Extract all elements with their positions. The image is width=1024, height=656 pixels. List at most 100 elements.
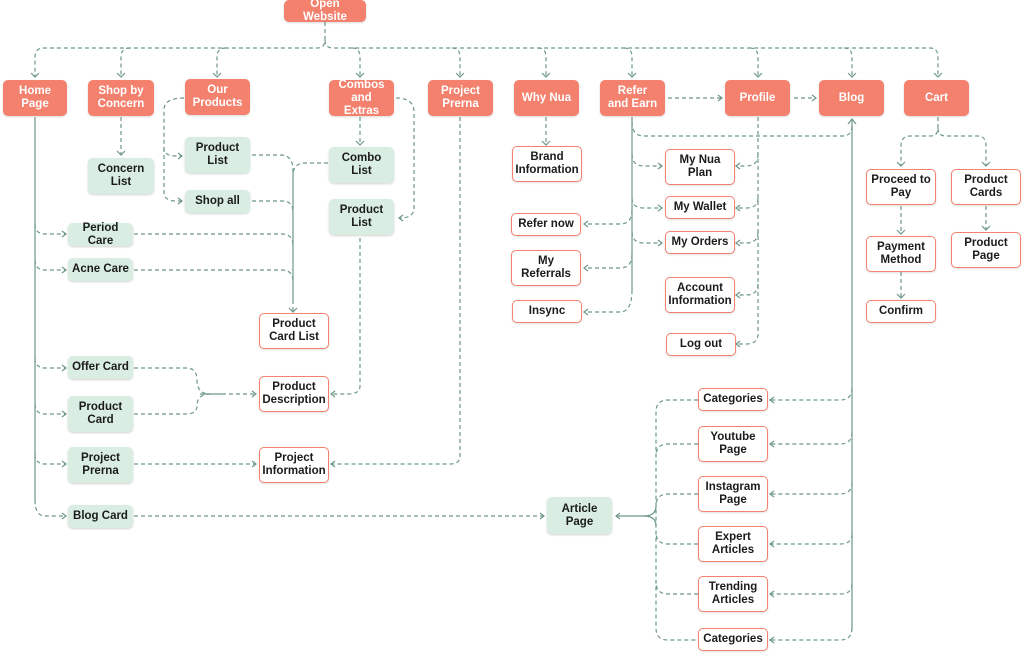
node-product-page[interactable]: Product Page [951, 232, 1021, 268]
connector [134, 367, 211, 395]
node-youtube-page[interactable]: Youtube Page [698, 426, 768, 462]
connector [216, 47, 227, 76]
connector [655, 399, 698, 641]
connector [584, 253, 633, 269]
connector [292, 162, 328, 176]
node-expert-articles[interactable]: Expert Articles [698, 526, 768, 562]
connector [843, 47, 853, 76]
connector [252, 154, 294, 171]
node-open-website[interactable]: Open Website [284, 0, 366, 23]
connector [252, 200, 294, 213]
connector [749, 47, 759, 76]
node-payment-method[interactable]: Payment Method [866, 236, 936, 272]
connector [34, 259, 66, 271]
connector [134, 233, 294, 247]
arrowheads-home [61, 230, 67, 520]
node-product-description[interactable]: Product Description [259, 376, 329, 412]
node-combo-list[interactable]: Combo List [329, 147, 394, 183]
connector [332, 117, 461, 465]
node-profile[interactable]: Profile [725, 80, 790, 116]
node-insync[interactable]: Insync [512, 300, 582, 323]
connector [655, 581, 698, 595]
connector [451, 47, 461, 76]
connector [770, 627, 853, 641]
connector [900, 117, 939, 166]
node-project-prerna[interactable]: Project Prerna [428, 80, 493, 116]
connector [631, 231, 662, 244]
connector [584, 289, 633, 313]
node-proceed-to-pay[interactable]: Proceed to Pay [866, 169, 936, 205]
node-product-cards[interactable]: Product Cards [951, 169, 1021, 205]
node-combos-extras[interactable]: Combos and Extras [329, 79, 394, 117]
node-my-referrals[interactable]: My Referrals [511, 250, 581, 286]
node-product-list-our-products[interactable]: Product List [185, 137, 250, 173]
node-period-care[interactable]: Period Care [68, 222, 133, 247]
node-account-information[interactable]: Account Information [665, 277, 735, 313]
node-home-page[interactable]: Home Page [3, 80, 67, 116]
connector [736, 117, 759, 345]
connector [34, 499, 66, 517]
connector [736, 231, 759, 244]
node-product-card-list[interactable]: Product Card List [259, 313, 329, 349]
node-project-prerna-card[interactable]: Project Prerna [68, 447, 133, 483]
connector [34, 453, 66, 465]
node-project-information[interactable]: Project Information [259, 447, 329, 483]
node-my-orders[interactable]: My Orders [665, 231, 735, 254]
node-my-wallet[interactable]: My Wallet [665, 196, 735, 219]
connector [655, 493, 698, 507]
connector [351, 47, 361, 76]
connector [736, 283, 759, 296]
node-blog[interactable]: Blog [819, 80, 884, 116]
connector [163, 148, 182, 202]
connector [163, 97, 185, 157]
node-acne-care[interactable]: Acne Care [68, 258, 133, 281]
node-shop-by-concern[interactable]: Shop by Concern [88, 80, 154, 116]
node-article-page[interactable]: Article Page [547, 497, 612, 534]
connector [655, 443, 698, 457]
node-refer-earn[interactable]: Refer and Earn [600, 80, 665, 116]
connector [770, 533, 853, 545]
connector [770, 431, 853, 445]
node-our-products[interactable]: Our Products [185, 79, 250, 115]
node-refer-now[interactable]: Refer now [511, 213, 581, 236]
node-log-out[interactable]: Log out [666, 333, 736, 356]
connector [937, 127, 987, 166]
node-blog-card[interactable]: Blog Card [68, 505, 133, 528]
node-categories-bottom[interactable]: Categories [698, 628, 768, 651]
connector [631, 197, 662, 209]
connector [34, 223, 66, 235]
node-offer-card[interactable]: Offer Card [68, 356, 133, 379]
connector [770, 481, 853, 495]
connector [736, 197, 759, 209]
node-product-card[interactable]: Product Card [68, 396, 133, 432]
node-my-nua-plan[interactable]: My Nua Plan [665, 149, 735, 185]
node-why-nua[interactable]: Why Nua [514, 80, 579, 116]
connector [736, 153, 759, 167]
connector [770, 583, 853, 595]
connector [655, 531, 698, 545]
node-product-list-combos[interactable]: Product List [329, 199, 394, 235]
connector [332, 238, 361, 395]
node-categories-top[interactable]: Categories [698, 388, 768, 411]
connector [770, 387, 853, 401]
connector [134, 269, 294, 283]
connector [623, 47, 633, 76]
connector [34, 357, 66, 369]
node-concern-list[interactable]: Concern List [88, 158, 154, 194]
connector [643, 515, 657, 527]
arrowheads-top [30, 72, 943, 78]
node-instagram-page[interactable]: Instagram Page [698, 476, 768, 512]
arrowheads-profile [735, 162, 741, 348]
connector [631, 121, 853, 137]
node-trending-articles[interactable]: Trending Articles [698, 576, 768, 612]
node-confirm[interactable]: Confirm [866, 300, 936, 323]
connector [120, 47, 131, 76]
node-brand-information[interactable]: Brand Information [512, 146, 582, 182]
connector [395, 97, 415, 219]
node-cart[interactable]: Cart [904, 80, 969, 116]
connector [34, 403, 66, 415]
connector [616, 505, 657, 517]
connector [34, 22, 326, 76]
node-shop-all[interactable]: Shop all [185, 190, 250, 213]
